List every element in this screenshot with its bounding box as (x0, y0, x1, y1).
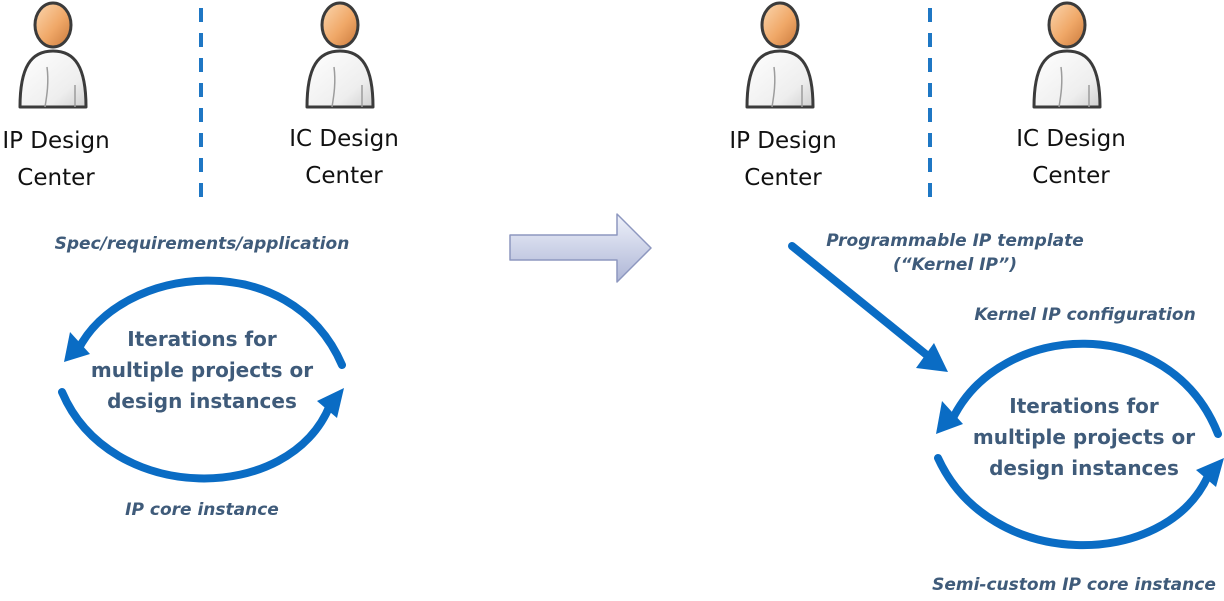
person-icon (18, 1, 88, 109)
loop-arrow-top-left (74, 276, 346, 369)
kernel-ip-configuration-label: Kernel IP configuration (974, 305, 1196, 325)
person-icon (745, 1, 815, 109)
arrowhead-diagonal (916, 343, 948, 372)
loop-arrow-bottom-right (934, 454, 1212, 550)
arrowhead-right (317, 388, 344, 418)
semi-custom-ip-core-label: Semi-custom IP core instance (932, 575, 1216, 595)
template-arrow (788, 242, 948, 372)
iterations-text-right: Iterations for multiple projects or desi… (972, 394, 1196, 480)
loop-arrow-bottom-left (58, 388, 334, 483)
ic-design-center-label: IC Design Center (1016, 126, 1126, 189)
arrow-right-icon (509, 213, 652, 283)
loop-arrow-top-right (948, 339, 1222, 438)
arrowhead-right (1196, 458, 1224, 487)
arrowhead-left (936, 401, 963, 434)
iteration-loop-right (934, 339, 1224, 550)
iterations-text-left: Iterations for multiple projects or desi… (90, 327, 314, 413)
programmable-ip-template-label: Programmable IP template (“Kernel IP”) (826, 231, 1084, 275)
ic-design-center-label: IC Design Center (289, 126, 399, 189)
ip-design-center-label: IP Design Center (2, 128, 110, 191)
person-icon (305, 1, 375, 109)
arrowhead-left (64, 332, 90, 362)
iteration-loop-left (58, 276, 346, 483)
ip-core-instance-label: IP core instance (125, 500, 279, 520)
person-icon (1032, 1, 1102, 109)
spec-requirements-label: Spec/requirements/application (54, 234, 350, 254)
ip-design-center-label: IP Design Center (729, 128, 837, 191)
